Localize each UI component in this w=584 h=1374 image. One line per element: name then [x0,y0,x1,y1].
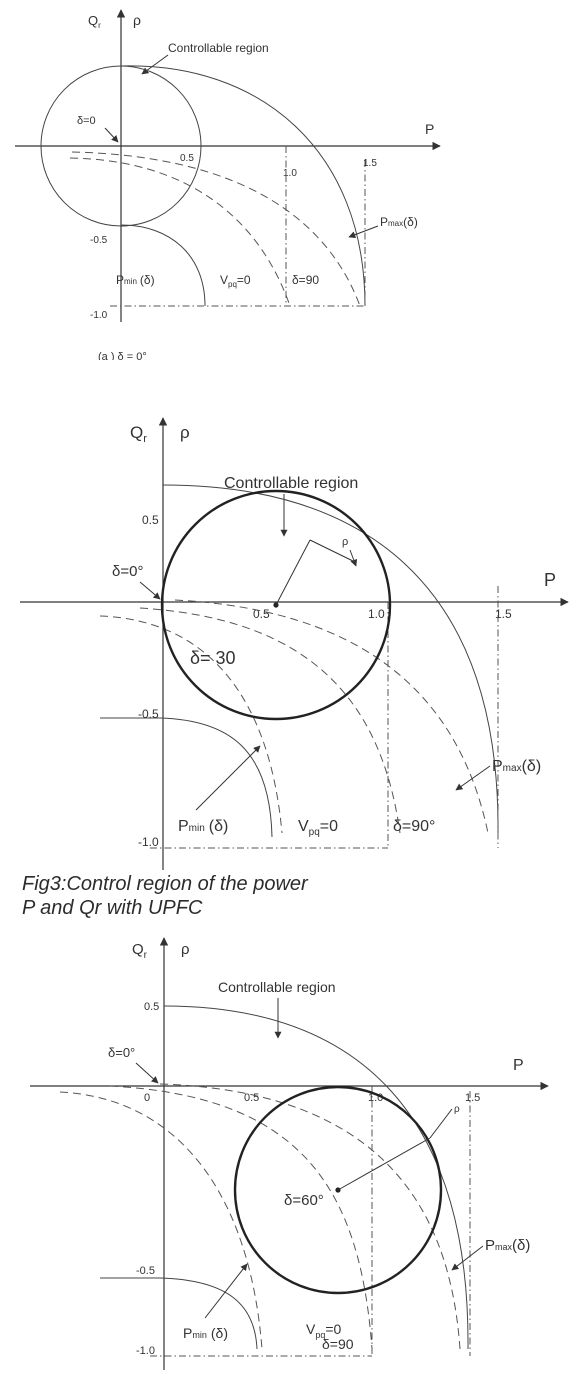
vpq-zero-curve-inner [59,1091,263,1350]
vpq-zero-curve-outer [159,1083,461,1350]
vpq-zero-curve-inner [99,615,283,834]
tick-label-pos-0-5: 0.5 [142,513,159,527]
rho-label: ρ [133,12,141,28]
y-axis-label: Qr [130,423,147,445]
y-axis-label: Qr [132,941,148,961]
rho-label: ρ [180,423,190,442]
tick-label-0: 0 [144,1092,150,1104]
pmax-label: Pmax(δ) [485,1237,530,1254]
region-pointer [141,54,169,75]
pmin-curve [100,1277,258,1350]
rho-radius-pointer [349,549,358,567]
caption-line-1: Fig3:Control region of the power [22,873,308,895]
region-label: Controllable region [168,41,269,55]
controllable-circle [233,1085,443,1295]
tick-label-0-5: 0.5 [180,153,194,164]
pmin-label: Pmin(δ) [183,1325,228,1341]
tick-label-neg-1-0: -1.0 [90,310,108,321]
circle-delta-label: δ=60° [284,1192,324,1209]
tick-label-pos-0-5: 0.5 [144,1001,159,1013]
vpq-zero-curve-inner [69,157,291,307]
figure-caption: Fig3:Control region of the power P and Q… [22,872,542,920]
pmax-curve [162,484,499,834]
pmax-pointer [348,225,379,239]
pmax-curve [120,65,366,307]
rho-radius-line [275,539,311,606]
diagram-a: Qr ρ P 0.5 1.0 1.5 -0.5 -1.0 Controllabl… [15,9,441,360]
vpq-label: Vpq=0 [220,273,251,289]
tick-label-1-0: 1.0 [368,607,385,621]
tick-label-1-5: 1.5 [495,607,512,621]
vpq-zero-curve-outer [71,151,361,307]
vpq-zero-curve-outer [174,599,489,834]
delta-90-label: δ=90 [322,1336,354,1352]
vpq-zero-curve-mid [109,1085,373,1350]
pmin-label: Pmin(δ) [116,273,155,287]
delta-zero-label: δ=0 [77,115,96,127]
rho-radius-extension [429,1108,453,1139]
pmin-curve [120,224,206,307]
diagram-b: Qr ρ P 0.5 0.5 1.0 1.5 -0.5 -1.0 Control… [20,417,569,870]
pmax-pointer [455,765,491,791]
delta-zero-label: δ=0° [112,563,143,580]
tick-label-0-5: 0.5 [244,1092,259,1104]
delta-90-label: δ=90° [393,818,435,835]
vpq-zero-curve-mid [139,607,401,834]
y-axis-label: Qr [88,13,101,30]
tick-label-neg-0-5: -0.5 [136,1265,155,1277]
x-axis-label: P [544,570,556,590]
circle-delta-label: δ= 30 [190,648,236,668]
pmin-pointer [195,745,261,811]
delta-zero-pointer [104,127,119,143]
tick-label-neg-1-0: -1.0 [138,835,159,849]
tick-label-1-5: 1.5 [363,158,377,169]
tick-label-neg-0-5: -0.5 [90,235,108,246]
vpq-label: Vpq=0 [298,818,338,838]
pmin-label: Pmin(δ) [178,818,228,835]
controllable-circle [160,489,392,721]
tick-label-1-5: 1.5 [465,1092,480,1104]
region-label: Controllable region [218,979,336,995]
pmax-label: Pmax(δ) [492,758,541,775]
tick-label-neg-0-5: -0.5 [138,707,159,721]
delta-zero-pointer [139,581,161,600]
controllable-circle [40,65,202,227]
rho-radius-label: ρ [342,536,348,548]
tick-label-1-0: 1.0 [283,168,297,179]
subcaption-a: (a ) δ = 0° [98,351,147,360]
vpq-label: Vpq=0 [306,1321,342,1340]
pmax-pointer [451,1245,484,1271]
pmax-curve [163,1005,469,1350]
x-axis-label: P [425,121,434,137]
caption-line-2: P and Qr with UPFC [22,897,203,919]
rho-label: ρ [181,941,190,958]
pmin-pointer [204,1263,248,1319]
diagram-c: Qr ρ P 0.5 0 0.5 1.0 1.5 -0.5 -1.0 Contr… [30,937,549,1370]
delta-zero-label: δ=0° [108,1045,135,1060]
delta-zero-pointer [135,1062,159,1084]
delta-90-label: δ=90 [292,273,319,287]
rho-radius-label: ρ [454,1104,460,1115]
tick-label-0-5: 0.5 [253,607,270,621]
tick-label-neg-1-0: -1.0 [136,1345,155,1357]
pmin-curve [100,717,273,838]
region-label: Controllable region [224,475,358,492]
pmax-label: Pmax(δ) [380,215,418,229]
rho-radius-extension [309,539,356,563]
rho-radius-line [337,1137,431,1191]
x-axis-label: P [513,1057,524,1074]
